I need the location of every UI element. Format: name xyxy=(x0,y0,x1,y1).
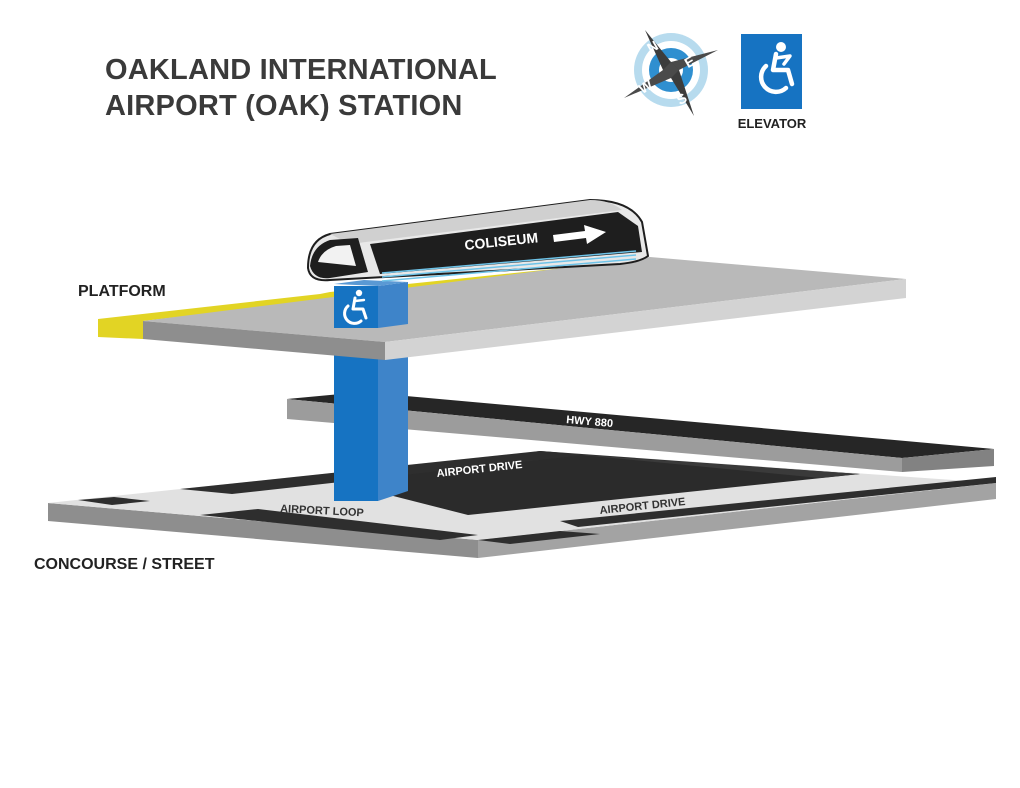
airport-loop-label: AIRPORT LOOP xyxy=(280,503,364,519)
elevator-shaft xyxy=(334,352,408,501)
train-destination-label: COLISEUM xyxy=(464,229,539,253)
compass-rose-icon: N E S W xyxy=(624,30,718,116)
hwy-880-road xyxy=(287,392,994,472)
arrow-right-icon xyxy=(553,225,606,244)
hwy-880-label: HWY 880 xyxy=(566,414,614,430)
accessible-elevator-icon xyxy=(741,34,802,109)
airport-loop-road xyxy=(78,497,478,540)
airport-drive-lower-road xyxy=(478,477,996,544)
platform-elevator-head xyxy=(334,280,408,328)
platform-accessible-icon xyxy=(343,289,368,325)
train-car: COLISEUM xyxy=(306,198,650,282)
station-title-line1: OAKLAND INTERNATIONAL xyxy=(105,54,497,86)
station-title-line2: AIRPORT (OAK) STATION xyxy=(105,90,463,122)
station-title: OAKLAND INTERNATIONAL AIRPORT (OAK) STAT… xyxy=(105,52,497,124)
elevator-legend-label: ELEVATOR xyxy=(737,116,807,131)
concourse-level-label: CONCOURSE / STREET xyxy=(34,556,215,573)
platform-level-label: PLATFORM xyxy=(78,283,166,300)
platform-level-slab xyxy=(98,257,906,360)
